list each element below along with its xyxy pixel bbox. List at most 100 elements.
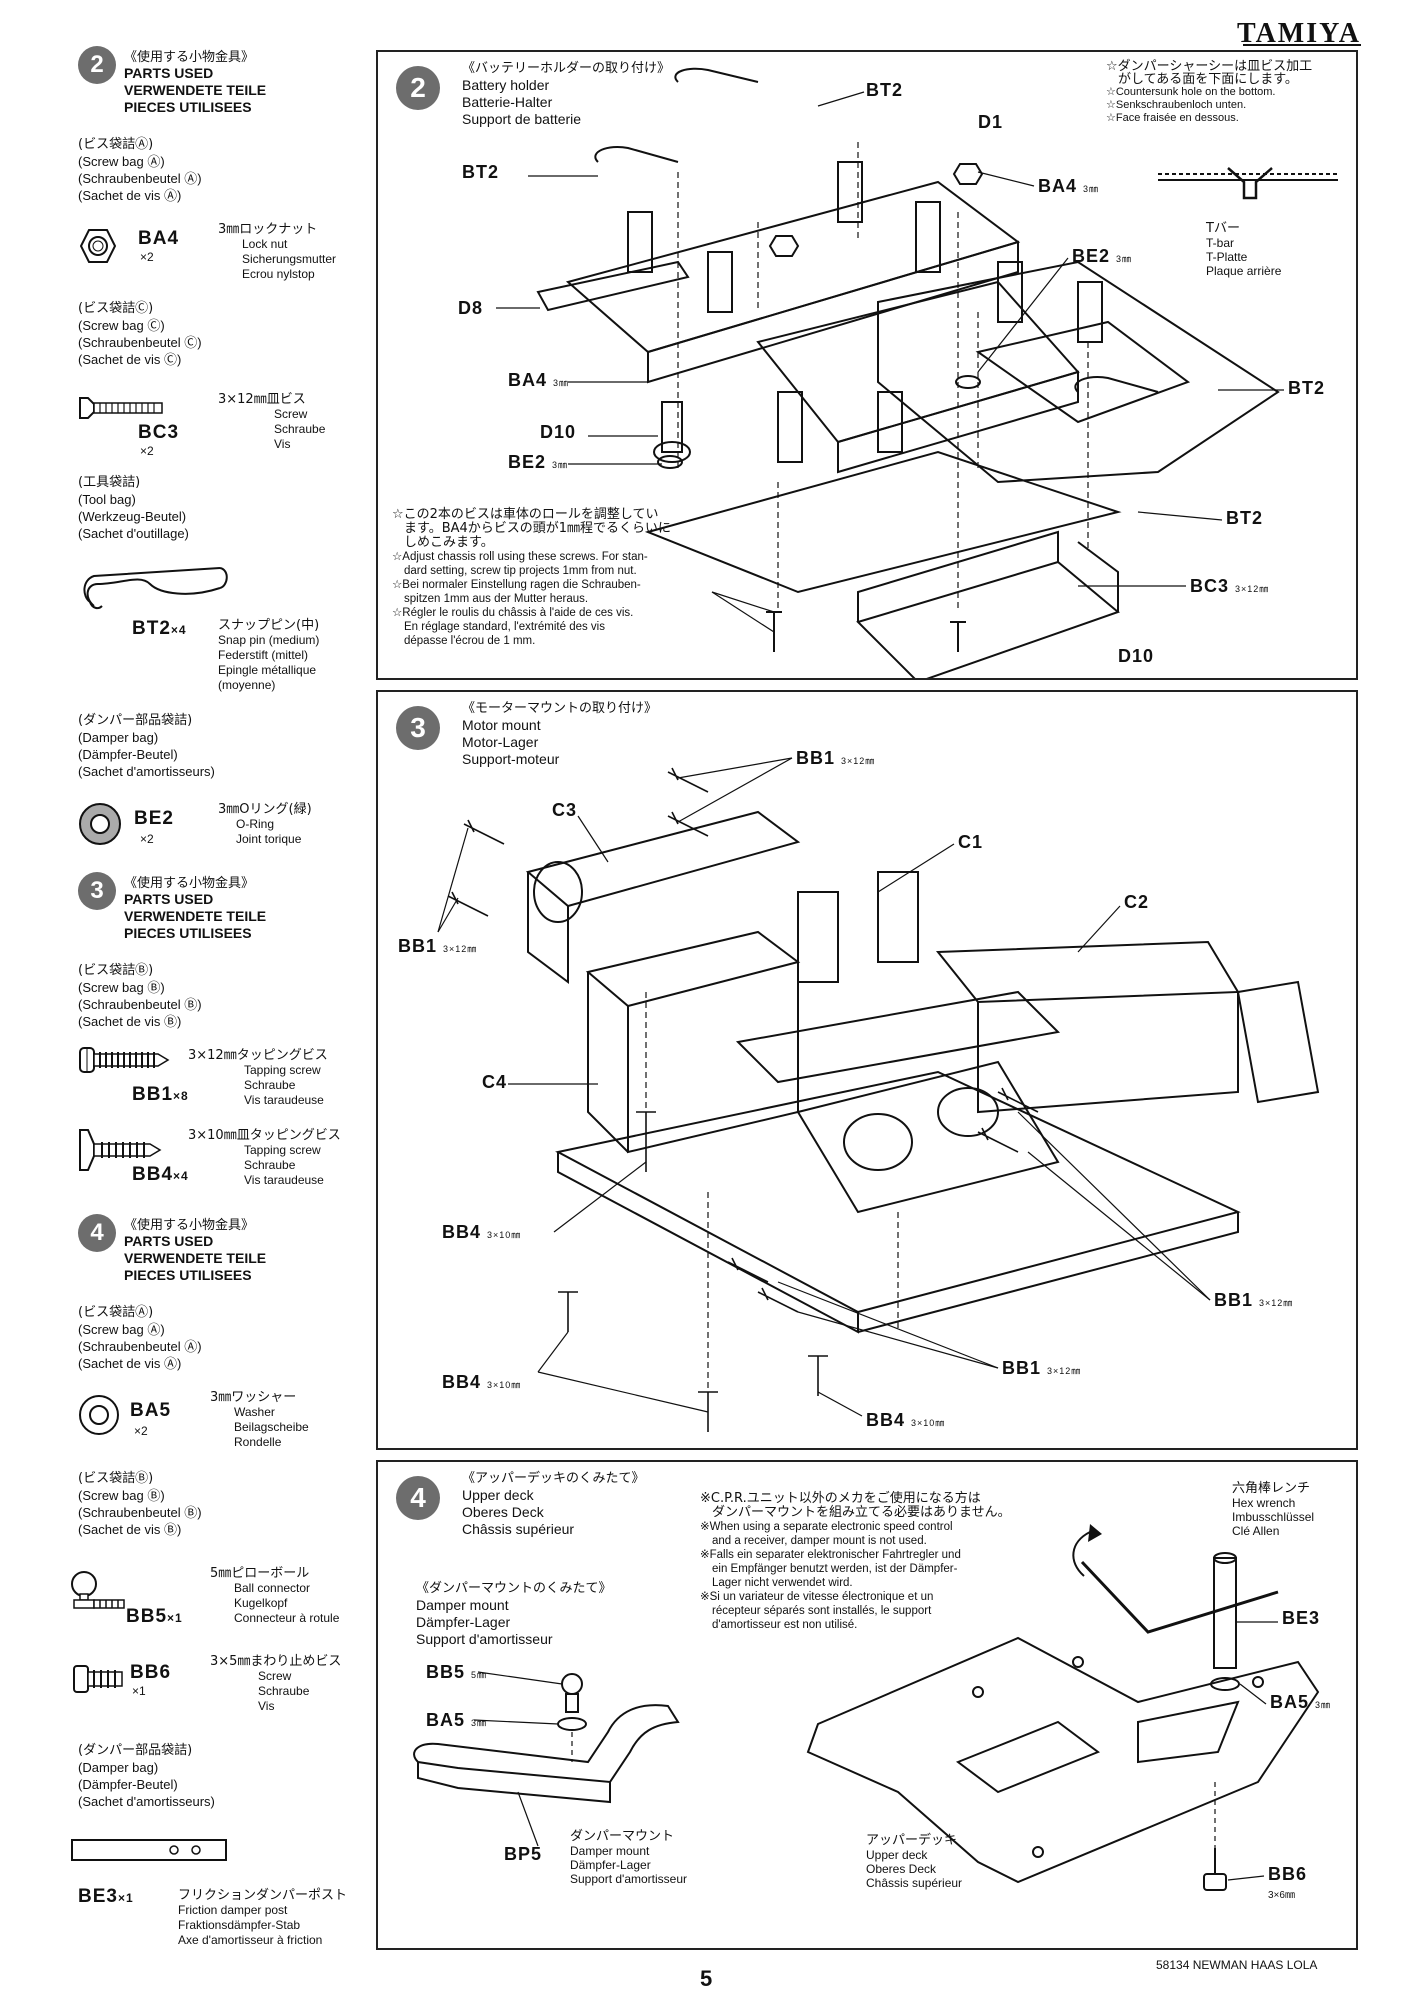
model-number: 58134 NEWMAN HAAS LOLA [1156, 1958, 1318, 1972]
label-ba4: BA4 3㎜ [508, 370, 570, 390]
screw-bag-b: (ビス袋詰Ⓑ) (Screw bag Ⓑ) (Schraubenbeutel Ⓑ… [78, 963, 202, 1029]
brand-underline [1243, 44, 1361, 46]
step4-panel: 4 《アッパーデッキのくみたて》 Upper deck Oberes Deck … [376, 1460, 1358, 1950]
label-ba5: BA5 3㎜ [426, 1710, 488, 1730]
label-bb1: BB1 3×12㎜ [398, 936, 478, 956]
part-desc-bb6: 3×5㎜まわり止めビス Screw Schraube Vis [210, 1654, 342, 1713]
set-screw-icon [73, 1665, 123, 1693]
label-ba5: BA5 3㎜ [1270, 1692, 1332, 1712]
step-number-badge: 3 [78, 872, 116, 910]
parts-used-en: PARTS USED [124, 65, 214, 81]
part-code-bb4: BB4×4 [132, 1164, 189, 1185]
step-number-badge: 2 [78, 46, 116, 84]
part-code-bb1: BB1×8 [132, 1084, 189, 1105]
part-desc-bb1: 3×12㎜タッピングビス Tapping screw Schraube Vis … [188, 1048, 328, 1107]
part-code-bb5: BB5×1 [126, 1606, 183, 1627]
upper-deck-diagram [413, 1524, 1320, 1891]
parts-used-jp: 《使用する小物金具》 [124, 50, 255, 65]
label-d10: D10 [540, 422, 577, 442]
parts-used-de: VERWENDETE TEILE [124, 82, 267, 98]
parts-used-step4: 4 《使用する小物金具》 PARTS USED VERWENDETE TEILE… [78, 1214, 378, 1284]
washer-icon [79, 1395, 119, 1435]
bag-label-de: (Schraubenbeutel Ⓐ) [78, 171, 202, 186]
label-d10: D10 [1118, 646, 1155, 666]
label-bt2: BT2 [462, 162, 500, 182]
o-ring-icon [79, 803, 121, 845]
tool-bag: (工具袋詰) (Tool bag) (Werkzeug-Beutel) (Sac… [78, 475, 189, 541]
label-bb6: BB6 [1268, 1864, 1308, 1884]
step-number-badge: 4 [78, 1214, 116, 1252]
part-desc-be2: 3㎜Oリング(緑) O-Ring Joint torique [218, 802, 312, 846]
label-c4: C4 [482, 1072, 508, 1092]
bb6-size: 3×6㎜ [1268, 1890, 1295, 1901]
part-desc-bc3: 3×12㎜皿ビス Screw Schraube Vis [218, 392, 326, 451]
part-code-be3: BE3×1 [78, 1886, 134, 1907]
label-bt2: BT2 [1226, 508, 1264, 528]
part-code-bc3: BC3 [138, 422, 180, 443]
part-code-bb6: BB6 [130, 1662, 172, 1683]
label-be2: BE2 3㎜ [508, 452, 569, 472]
part-qty-ba5: ×2 [134, 1424, 148, 1438]
part-qty-bc3: ×2 [140, 444, 154, 458]
label-bb1: BB1 3×12㎜ [1002, 1358, 1082, 1378]
step4-note: ※C.P.R.ユニット以外のメカをご使用になる方は ダンパーマウントを組み立てる… [700, 1491, 1011, 1632]
snap-pin-icon [83, 567, 228, 610]
label-be3: BE3 [1282, 1608, 1321, 1628]
step3-title: 《モーターマウントの取り付け》 Motor mount Motor-Lager … [462, 701, 658, 767]
part-code-bt2: BT2×4 [132, 618, 187, 639]
bp5-desc: ダンパーマウント Damper mount Dämpfer-Lager Supp… [570, 1829, 688, 1887]
step2-title: 《バッテリーホルダーの取り付け》 Battery holder Batterie… [462, 61, 671, 127]
label-bt2: BT2 [1288, 378, 1326, 398]
roll-adjust-note: ☆この2本のビスは車体のロールを調整してい ます。BA4からビスの頭が1㎜程でる… [392, 507, 672, 648]
part-qty-ba4: ×2 [140, 250, 154, 264]
label-d8: D8 [458, 298, 484, 318]
label-bc3: BC3 3×12㎜ [1190, 576, 1270, 596]
damper-bag-step4: (ダンパー部品袋詰) (Damper bag) (Dämpfer-Beutel)… [78, 1743, 215, 1809]
part-desc-be3: フリクションダンパーポスト Friction damper post Frakt… [178, 1888, 348, 1947]
part-desc-ba5: 3㎜ワッシャー Washer Beilagscheibe Rondelle [210, 1390, 309, 1449]
part-desc-bb4: 3×10㎜皿タッピングビス Tapping screw Schraube Vis… [188, 1128, 341, 1187]
ball-connector-icon [71, 1571, 125, 1609]
parts-used-fr: PIECES UTILISEES [124, 99, 252, 115]
step4-title: 《アッパーデッキのくみたて》 Upper deck Oberes Deck Ch… [462, 1471, 645, 1537]
screw-bag-c: (ビス袋詰Ⓒ) (Screw bag Ⓒ) (Schraubenbeutel Ⓒ… [78, 301, 202, 367]
battery-holder-diagram [496, 67, 1338, 678]
countersunk-note: ☆ダンパーシャーシーは皿ビス加工 がしてある面を下面にします。 ☆Counter… [1106, 59, 1313, 124]
part-code-ba5: BA5 [130, 1400, 172, 1421]
step-number-badge: 2 [396, 66, 440, 110]
damper-post-icon [71, 1839, 227, 1861]
part-qty-bb6: ×1 [132, 1684, 146, 1698]
screw-bag-b-step4: (ビス袋詰Ⓑ) (Screw bag Ⓑ) (Schraubenbeutel Ⓑ… [78, 1471, 202, 1537]
label-c3: C3 [552, 800, 578, 820]
damper-bag: (ダンパー部品袋詰) (Damper bag) (Dämpfer-Beutel)… [78, 713, 215, 779]
label-bb4: BB4 3×10㎜ [866, 1410, 946, 1430]
part-code-be2: BE2 [134, 808, 174, 829]
label-bb4: BB4 3×10㎜ [442, 1372, 522, 1392]
label-d1: D1 [978, 112, 1004, 132]
step2-panel: 2 《バッテリーホルダーの取り付け》 Battery holder Batter… [376, 50, 1358, 680]
bag-label-jp: (ビス袋詰Ⓐ) [78, 137, 154, 152]
step-number-badge: 4 [396, 1476, 440, 1520]
part-desc-ba4: 3㎜ロックナット Lock nut Sicherungsmutter Ecrou… [218, 222, 337, 281]
label-bb1: BB1 3×12㎜ [796, 748, 876, 768]
countersunk-tapping-screw-icon [79, 1129, 162, 1171]
label-bp5: BP5 [504, 1844, 543, 1864]
motor-mount-diagram [437, 757, 1320, 1432]
part-desc-bt2: スナップピン(中) Snap pin (medium) Federstift (… [218, 618, 320, 692]
label-bb1: BB1 3×12㎜ [1214, 1290, 1294, 1310]
step-number-badge: 3 [396, 706, 440, 750]
tapping-screw-icon [79, 1047, 170, 1073]
tbar-note: Tバー T-bar T-Platte Plaque arrière [1206, 221, 1282, 279]
screw-bag-a-step4: (ビス袋詰Ⓐ) (Screw bag Ⓐ) (Schraubenbeutel Ⓐ… [78, 1305, 202, 1371]
part-code-ba4: BA4 [138, 228, 180, 249]
brand-logo: TAMIYA [1236, 18, 1361, 49]
parts-used-step2: 2 《使用する小物金具》 PARTS USED VERWENDETE TEILE… [78, 46, 378, 116]
upper-deck-label: アッパーデッキ Upper deck Oberes Deck Châssis s… [866, 1833, 963, 1891]
countersunk-screw-icon [79, 397, 163, 419]
part-desc-bb5: 5㎜ピローボール Ball connector Kugelkopf Connec… [210, 1566, 340, 1625]
damper-mount-title: 《ダンパーマウントのくみたて》 Damper mount Dämpfer-Lag… [416, 1581, 612, 1647]
parts-used-step3: 3 《使用する小物金具》 PARTS USED VERWENDETE TEILE… [78, 872, 378, 942]
screw-bag-a: (ビス袋詰Ⓐ) (Screw bag Ⓐ) (Schraubenbeutel Ⓐ… [78, 136, 378, 204]
hex-wrench-label: 六角棒レンチ Hex wrench Imbusschlüssel Clé All… [1232, 1481, 1315, 1539]
label-ba4: BA4 3㎜ [1038, 176, 1100, 196]
